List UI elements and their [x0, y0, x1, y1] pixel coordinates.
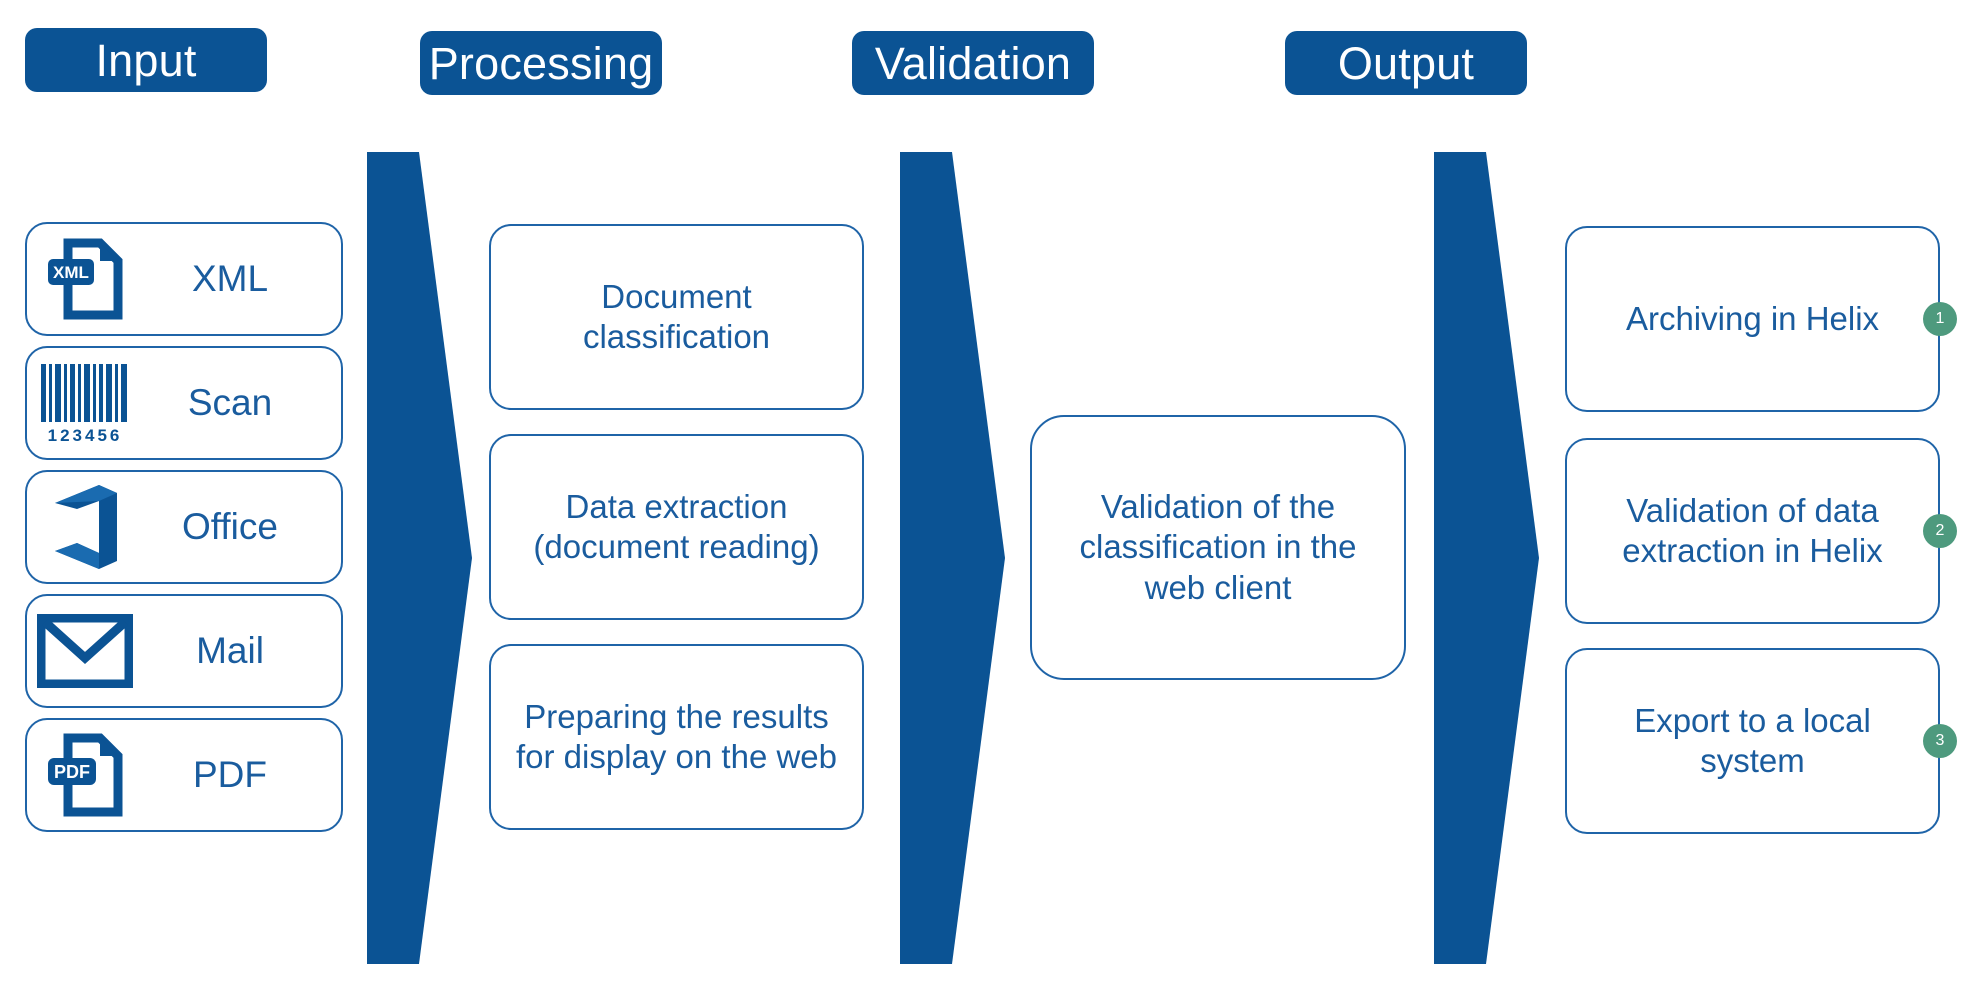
- input-item-xml[interactable]: XML XML: [25, 222, 343, 336]
- output-badge-3: 3: [1923, 724, 1957, 758]
- header-label-input: Input: [95, 34, 197, 86]
- badge-number: 2: [1935, 522, 1945, 539]
- input-item-label: Scan: [187, 382, 273, 423]
- processing-card-label: Document classification: [582, 277, 771, 355]
- input-item-pdf[interactable]: PDF PDF: [25, 718, 343, 832]
- processing-card-document-classification[interactable]: Document classification: [489, 224, 864, 410]
- badge-number: 1: [1935, 310, 1945, 327]
- header-label-validation: Validation: [874, 37, 1072, 89]
- svg-text:123456: 123456: [48, 426, 123, 445]
- processing-card-label: Data extraction (document reading): [533, 487, 820, 565]
- validation-card-label: Validation of the classification in the …: [1079, 488, 1357, 606]
- input-item-scan[interactable]: 123456 Scan: [25, 346, 343, 460]
- input-item-label: Mail: [196, 630, 264, 671]
- header-label-output: Output: [1337, 37, 1475, 89]
- arrow-validation-to-output: [1434, 152, 1539, 964]
- output-card-label: Export to a local system: [1634, 701, 1871, 779]
- output-badge-2: 2: [1923, 514, 1957, 548]
- input-item-label: Office: [182, 506, 278, 547]
- header-pill-output: Output: [1285, 31, 1527, 95]
- output-badge-1: 1: [1923, 302, 1957, 336]
- input-item-label: XML: [191, 258, 269, 299]
- xml-file-icon: XML: [37, 224, 133, 334]
- output-card-archiving-in-helix[interactable]: Archiving in Helix: [1565, 226, 1940, 412]
- office-icon: [37, 472, 133, 582]
- header-pill-input: Input: [25, 28, 267, 92]
- output-card-label: Validation of data extraction in Helix: [1622, 491, 1883, 569]
- processing-card-label: Preparing the results for display on the…: [515, 697, 838, 775]
- input-item-office[interactable]: Office: [25, 470, 343, 584]
- header-pill-processing: Processing: [420, 31, 662, 95]
- barcode-icon: 123456: [37, 348, 133, 458]
- svg-text:XML: XML: [53, 263, 89, 282]
- output-card-validation-data-extraction[interactable]: Validation of data extraction in Helix: [1565, 438, 1940, 624]
- pdf-file-icon: PDF: [37, 720, 133, 830]
- arrow-processing-to-validation: [900, 152, 1005, 964]
- validation-card-web-client[interactable]: Validation of the classification in the …: [1030, 415, 1406, 680]
- svg-text:PDF: PDF: [54, 762, 90, 782]
- header-pill-validation: Validation: [852, 31, 1094, 95]
- input-item-label: PDF: [193, 754, 267, 795]
- output-card-export-local-system[interactable]: Export to a local system: [1565, 648, 1940, 834]
- envelope-icon: [37, 596, 133, 706]
- badge-number: 3: [1935, 732, 1945, 749]
- arrow-input-to-processing: [367, 152, 472, 964]
- processing-card-data-extraction[interactable]: Data extraction (document reading): [489, 434, 864, 620]
- header-label-processing: Processing: [428, 37, 654, 89]
- processing-card-prepare-results[interactable]: Preparing the results for display on the…: [489, 644, 864, 830]
- input-item-mail[interactable]: Mail: [25, 594, 343, 708]
- output-card-label: Archiving in Helix: [1625, 299, 1880, 337]
